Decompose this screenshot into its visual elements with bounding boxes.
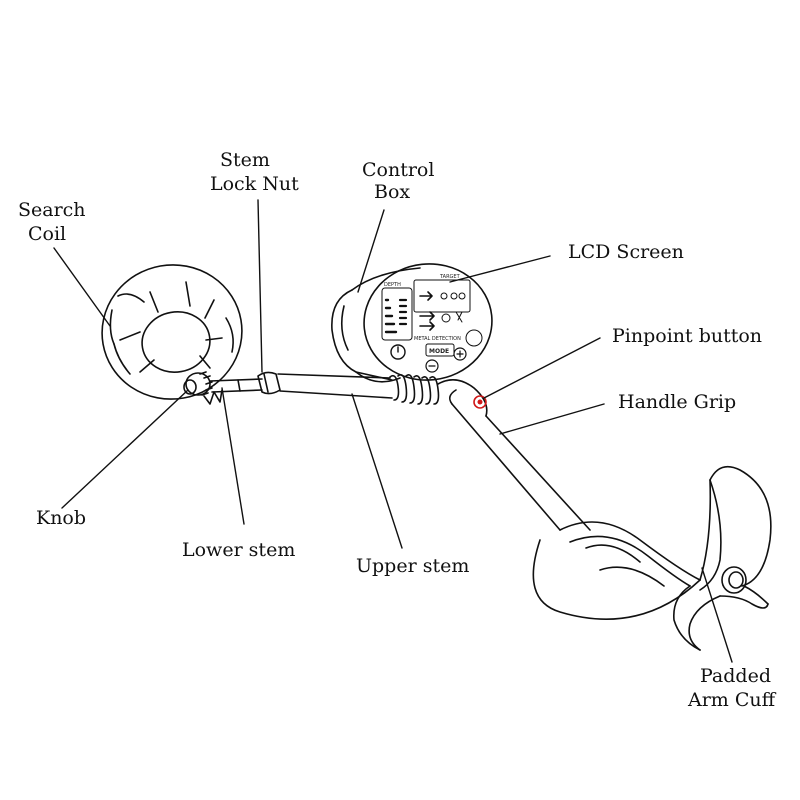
knob (183, 371, 223, 405)
lcd-metal-label: METAL DETECTION (414, 336, 461, 342)
lcd-depth-label: DEPTH (384, 282, 401, 288)
control-face (363, 263, 493, 381)
upper-stem (277, 373, 393, 399)
leader-lines (53, 199, 733, 663)
stem-lock-nut (257, 371, 281, 395)
lcd-target-label: TARGET (439, 274, 461, 280)
lcd-text: DEPTH TARGET METAL DETECTION MODE (384, 274, 461, 355)
search-coil (101, 264, 243, 400)
label-padded-arm-cuff-1: Padded (700, 665, 771, 687)
mode-button-label: MODE (429, 348, 449, 355)
lower-stem (209, 378, 263, 393)
label-lower-stem: Lower stem (182, 539, 295, 561)
label-upper-stem: Upper stem (356, 555, 469, 577)
label-padded-arm-cuff-2: Arm Cuff (687, 689, 777, 711)
label-pinpoint-button: Pinpoint button (612, 325, 762, 347)
label-search-coil-2: Coil (28, 223, 66, 245)
label-knob: Knob (36, 507, 86, 529)
pinpoint-button (473, 395, 487, 409)
label-lcd-screen: LCD Screen (568, 241, 684, 263)
label-control-box-2: Box (374, 181, 410, 203)
label-stem-lock-nut-1: Stem (220, 149, 270, 171)
label-search-coil-1: Search (18, 199, 86, 221)
padded-arm-cuff (532, 465, 772, 651)
label-stem-lock-nut-2: Lock Nut (210, 173, 299, 195)
labels: Search Coil Stem Lock Nut Control Box LC… (18, 149, 777, 711)
label-handle-grip: Handle Grip (618, 391, 736, 413)
control-box (331, 267, 421, 383)
handle-grip (437, 379, 591, 531)
label-control-box-1: Control (362, 159, 434, 181)
